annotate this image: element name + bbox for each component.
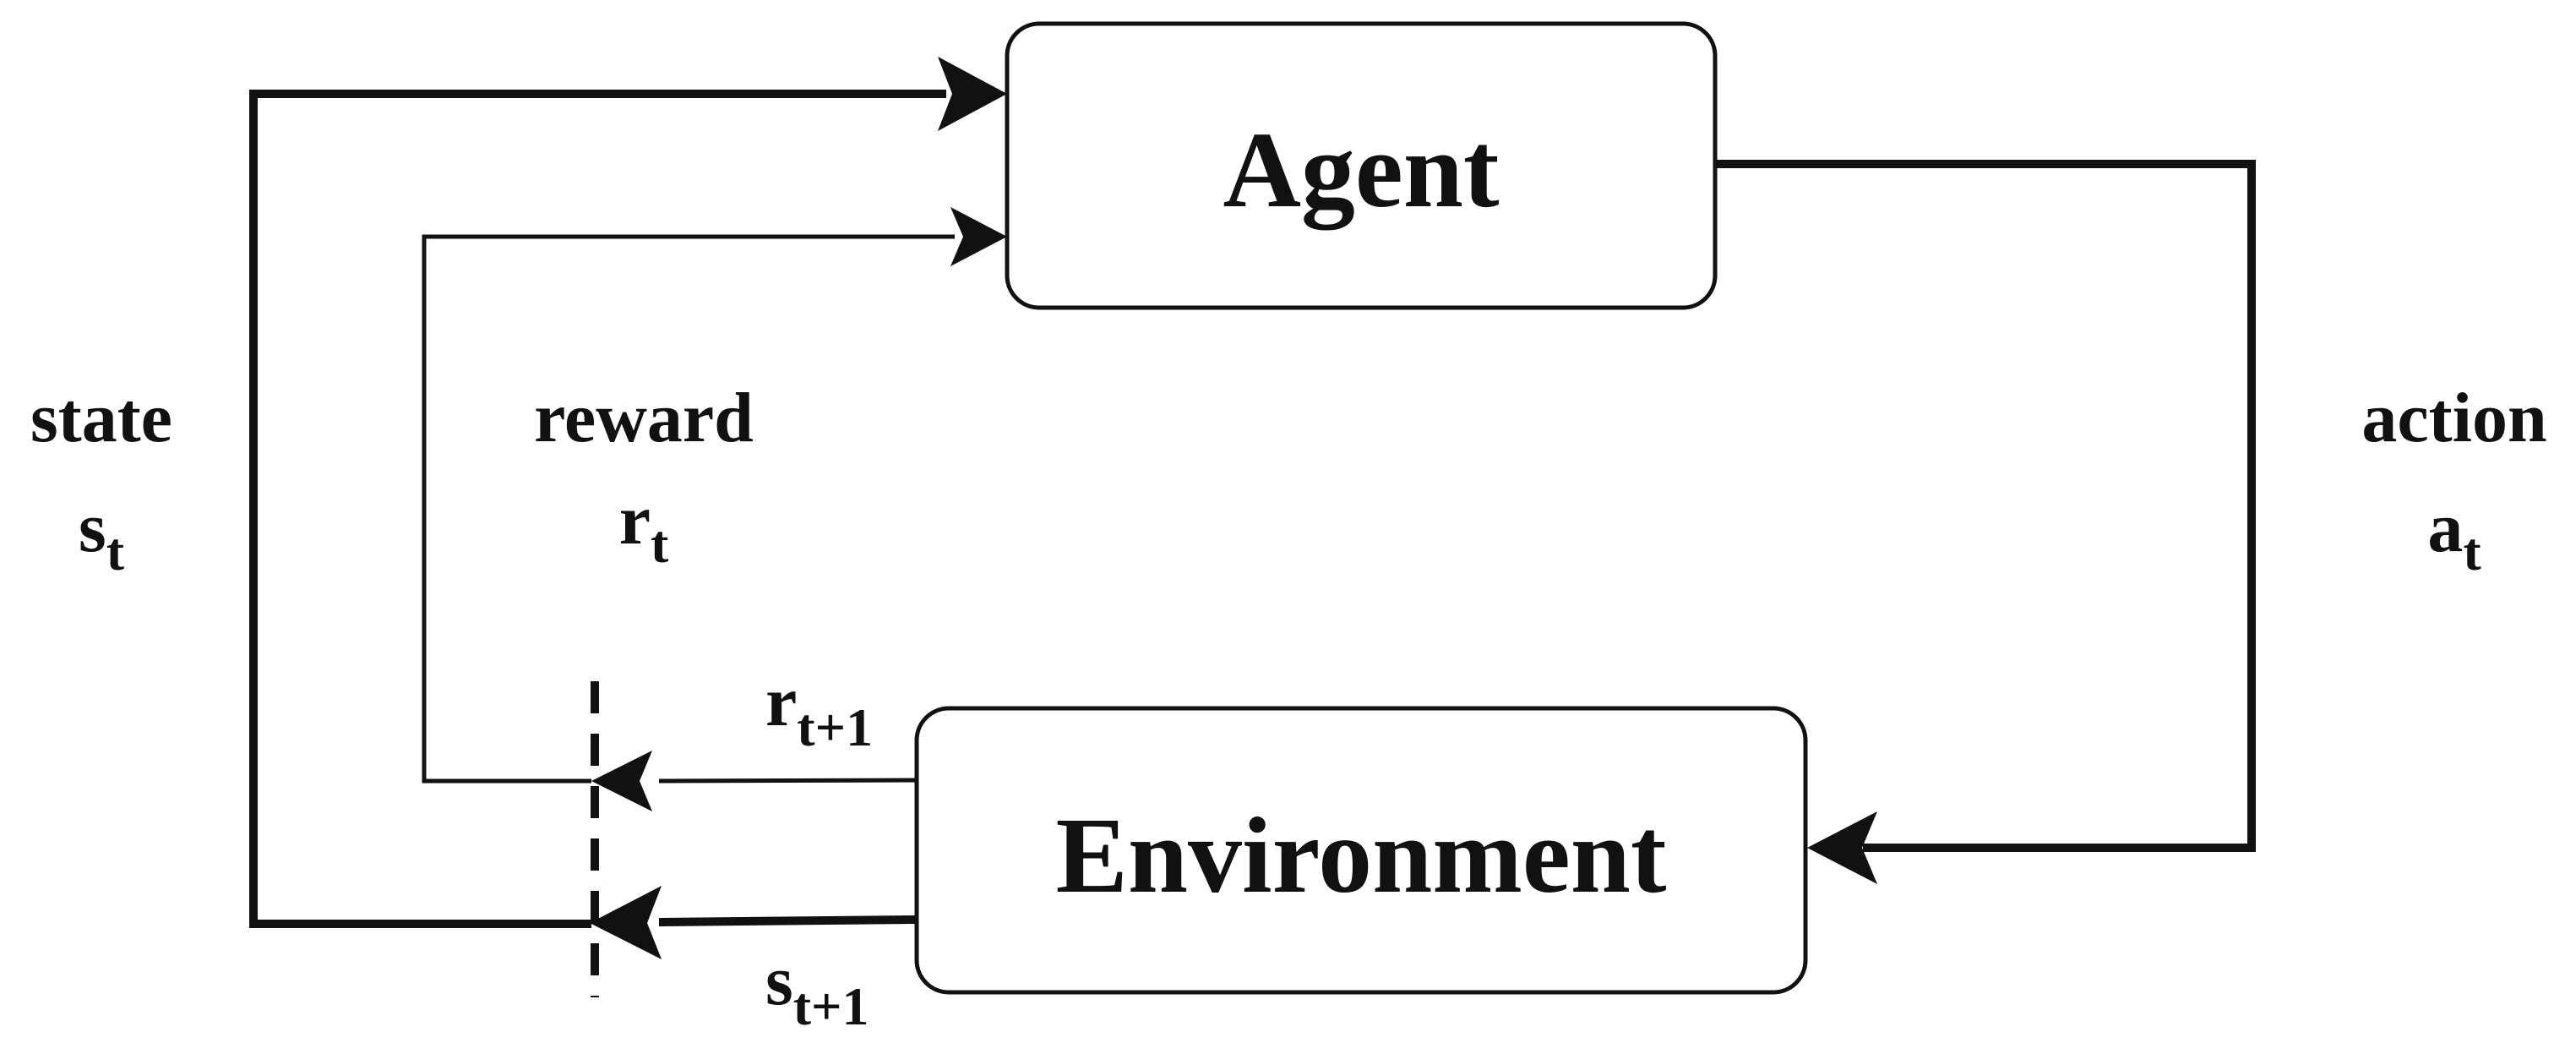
svg-text:st: st	[79, 489, 125, 582]
action-subscript: t	[2463, 522, 2481, 582]
next-reward-symbol: r	[765, 663, 797, 741]
action-label: action at	[2361, 379, 2546, 582]
svg-text:reward: reward	[534, 379, 754, 457]
action-arrowhead	[1807, 811, 1877, 884]
environment-node: Environment	[914, 706, 1808, 995]
state-label: state st	[30, 379, 172, 582]
next-reward-label: rt+1	[765, 663, 873, 757]
environment-label: Environment	[1055, 795, 1666, 915]
next-state-label: st+1	[765, 942, 869, 1036]
svg-text:rt: rt	[619, 481, 669, 574]
action-symbol: a	[2427, 489, 2463, 567]
svg-text:at: at	[2427, 489, 2481, 582]
agent-label: Agent	[1223, 110, 1499, 230]
agent-node: Agent	[1005, 21, 1718, 310]
next-state-symbol: s	[765, 942, 793, 1020]
reward-arrowhead	[950, 207, 1007, 266]
next-reward-subscript: t+1	[797, 697, 873, 757]
svg-text:action: action	[2361, 379, 2546, 457]
reward-label: reward rt	[534, 379, 754, 574]
state-edge	[249, 57, 1007, 959]
state-next-arrowhead	[590, 886, 662, 959]
state-symbol: s	[79, 489, 106, 567]
state-arrowhead	[938, 57, 1007, 131]
svg-text:rt+1: rt+1	[765, 663, 873, 757]
action-edge	[1715, 160, 2256, 884]
next-state-subscript: t+1	[793, 976, 869, 1036]
svg-text:state: state	[30, 379, 172, 457]
state-subscript: t	[106, 522, 125, 582]
reward-next-arrowhead	[591, 751, 652, 811]
svg-text:st+1: st+1	[765, 942, 869, 1036]
reward-edge	[422, 207, 1007, 811]
reward-symbol: r	[619, 481, 651, 560]
reward-subscript: t	[651, 514, 669, 574]
